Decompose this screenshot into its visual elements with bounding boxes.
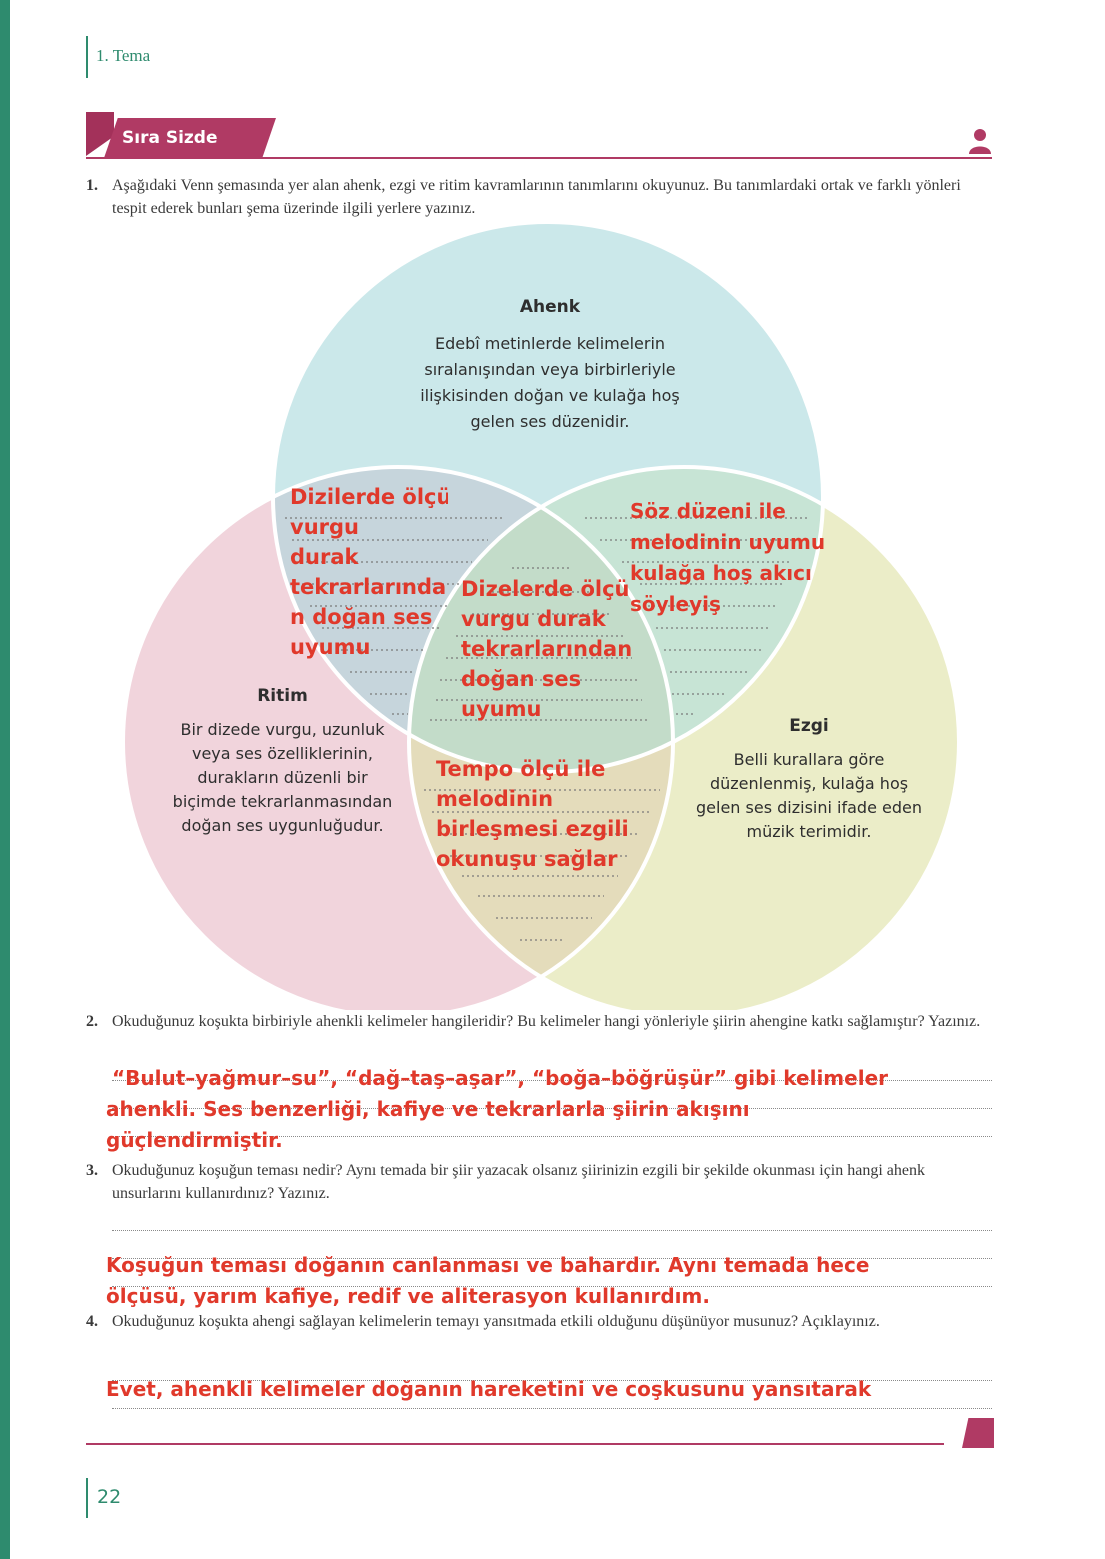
section-title: 1. Tema	[96, 46, 151, 65]
answer-line-dotted	[112, 1135, 992, 1137]
answer-line: uyumu	[461, 697, 542, 721]
ritim-desc-line: veya ses özelliklerinin,	[191, 744, 374, 763]
question-1-text: Aşağıdaki Venn şemasında yer alan ahenk,…	[112, 177, 961, 217]
person-icon	[969, 129, 991, 154]
ritim-desc-line: Bir dizede vurgu, uzunluk	[180, 720, 385, 739]
activity-rule	[86, 157, 992, 159]
bottom-tab-accent	[962, 1418, 994, 1448]
ezgi-desc-line: düzenlenmiş, kulağa hoş	[709, 774, 909, 793]
answer-line: melodinin uyumu	[630, 530, 826, 554]
answer-line: Söz düzeni ile	[630, 499, 786, 523]
answer-line-dotted	[112, 1407, 992, 1409]
question-2-text: Okuduğunuz koşukta birbiriyle ahenkli ke…	[112, 1013, 981, 1030]
venn-diagram	[121, 220, 961, 1010]
ahenk-title: Ahenk	[519, 297, 581, 317]
ritim-outline	[121, 465, 675, 1010]
answer-line-dotted	[112, 1079, 992, 1081]
left-accent-bar	[0, 0, 10, 1559]
answer-q2: “Bulut–yağmur–su”, “dağ–taş–aşar”, “boğa…	[106, 1063, 888, 1156]
ahenk-desc-line: Edebî metinlerde kelimelerin	[434, 334, 666, 353]
question-3-number: 3.	[86, 1162, 98, 1179]
answer-q4: Evet, ahenkli kelimeler doğanın hareketi…	[106, 1374, 871, 1405]
page-number: 22	[97, 1486, 122, 1508]
answer-ahenk-ezgi: Söz düzeni ile melodinin uyumu kulağa ho…	[630, 496, 825, 620]
answer-line: tekrarlarında	[290, 575, 447, 599]
answer-line: okunuşu sağlar	[436, 847, 618, 871]
answer-line: durak	[290, 545, 359, 569]
page-number-divider	[86, 1478, 88, 1518]
answer-line-dotted	[112, 1107, 992, 1109]
header-divider	[86, 36, 88, 78]
answer-line: Evet, ahenkli kelimeler doğanın hareketi…	[106, 1377, 872, 1401]
ezgi-desc-line: gelen ses dizisini ifade eden	[696, 798, 922, 817]
answer-line: Dizilerde ölçü	[290, 485, 448, 509]
activity-tab	[104, 118, 276, 158]
answer-ahenk-ritim: Dizilerde ölçü vurgu durak tekrarlarında…	[290, 482, 448, 662]
ezgi-title: Ezgi	[789, 716, 829, 736]
answer-center: Dizelerde ölçü vurgu durak tekrarlarında…	[461, 574, 632, 724]
question-2-number: 2.	[86, 1013, 98, 1030]
answer-line: tekrarlarından	[461, 637, 633, 661]
ezgi-description: Belli kurallara göre düzenlenmiş, kulağa…	[670, 748, 948, 844]
answer-line: “Bulut–yağmur–su”, “dağ–taş–aşar”, “boğa…	[112, 1066, 888, 1090]
answer-q3: Koşuğun teması doğanın canlanması ve bah…	[106, 1250, 869, 1312]
answer-line-dotted	[112, 1229, 992, 1231]
activity-title: Sıra Sizde	[122, 128, 218, 148]
answer-line: ahenkli. Ses benzerliği, kafiye ve tekra…	[106, 1097, 750, 1121]
answer-line: doğan ses	[461, 667, 582, 691]
ezgi-desc-line: Belli kurallara göre	[733, 750, 885, 769]
answer-line: ölçüsü, yarım kafiye, redif ve aliterasy…	[106, 1284, 710, 1308]
answer-line: Dizelerde ölçü	[461, 577, 630, 601]
ahenk-desc-line: gelen ses düzenidir.	[470, 412, 630, 431]
answer-line: uyumu	[290, 635, 371, 659]
answer-ritim-ezgi: Tempo ölçü ile melodinin birleşmesi ezgi…	[436, 754, 629, 874]
answer-line: vurgu durak	[461, 607, 606, 631]
answer-line: Tempo ölçü ile	[436, 757, 606, 781]
bottom-rule	[86, 1443, 944, 1445]
question-4-text: Okuduğunuz koşukta ahengi sağlayan kelim…	[112, 1313, 880, 1330]
answer-line: birleşmesi ezgili	[436, 817, 629, 841]
question-3-text: Okuduğunuz koşuğun teması nedir? Aynı te…	[112, 1162, 925, 1202]
ahenk-desc-line: ilişkisinden doğan ve kulağa hoş	[420, 386, 680, 405]
ritim-label: Ritim Bir dizede vurgu, uzunluk veya ses…	[150, 686, 415, 838]
ritim-desc-line: biçimde tekrarlanmasından	[172, 792, 393, 811]
ezgi-label: Ezgi Belli kurallara göre düzenlenmiş, k…	[670, 716, 948, 844]
answer-line: Koşuğun teması doğanın canlanması ve bah…	[106, 1253, 870, 1277]
ritim-desc-line: durakların düzenli bir	[197, 768, 368, 787]
answer-line-dotted	[112, 1285, 992, 1287]
question-4-number: 4.	[86, 1313, 98, 1330]
ritim-description: Bir dizede vurgu, uzunluk veya ses özell…	[150, 718, 415, 838]
ahenk-desc-line: sıralanışından veya birbirleriyle	[424, 360, 676, 379]
answer-line-dotted	[112, 1257, 992, 1259]
answer-line: güçlendirmiştir.	[106, 1128, 283, 1152]
answer-line: n doğan ses	[290, 605, 433, 629]
ahenk-label: Ahenk Edebî metinlerde kelimelerin sıral…	[400, 297, 700, 435]
answer-line: melodinin	[436, 787, 554, 811]
ezgi-outline	[407, 465, 961, 1010]
answer-line-dotted	[112, 1379, 992, 1381]
ezgi-desc-line: müzik terimidir.	[746, 822, 872, 841]
answer-line: vurgu	[290, 515, 359, 539]
ritim-title: Ritim	[257, 686, 308, 706]
answer-line: kulağa hoş akıcı	[630, 561, 812, 585]
ritim-desc-line: doğan ses uygunluğudur.	[181, 816, 384, 835]
answer-line: söyleyiş	[630, 592, 721, 616]
ahenk-description: Edebî metinlerde kelimelerin sıralanışın…	[400, 331, 700, 435]
question-1-number: 1.	[86, 177, 98, 194]
